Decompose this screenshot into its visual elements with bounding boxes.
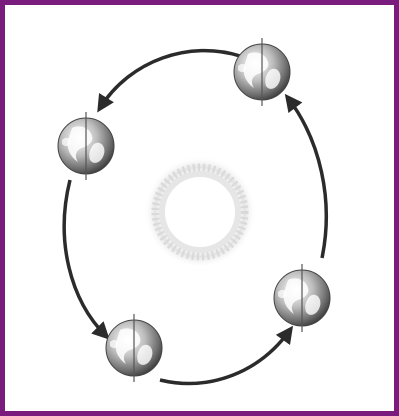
earth-icon	[58, 112, 114, 180]
earth-icon	[106, 314, 162, 382]
orbit-arrow-top	[100, 51, 240, 108]
orbit-arrow-right	[288, 98, 326, 258]
earth-icon	[234, 38, 290, 106]
orbit-arrow-left	[64, 180, 106, 336]
earth-icon	[274, 264, 330, 332]
orbit-arrow-bottom	[160, 330, 290, 383]
sun-icon	[144, 156, 256, 268]
